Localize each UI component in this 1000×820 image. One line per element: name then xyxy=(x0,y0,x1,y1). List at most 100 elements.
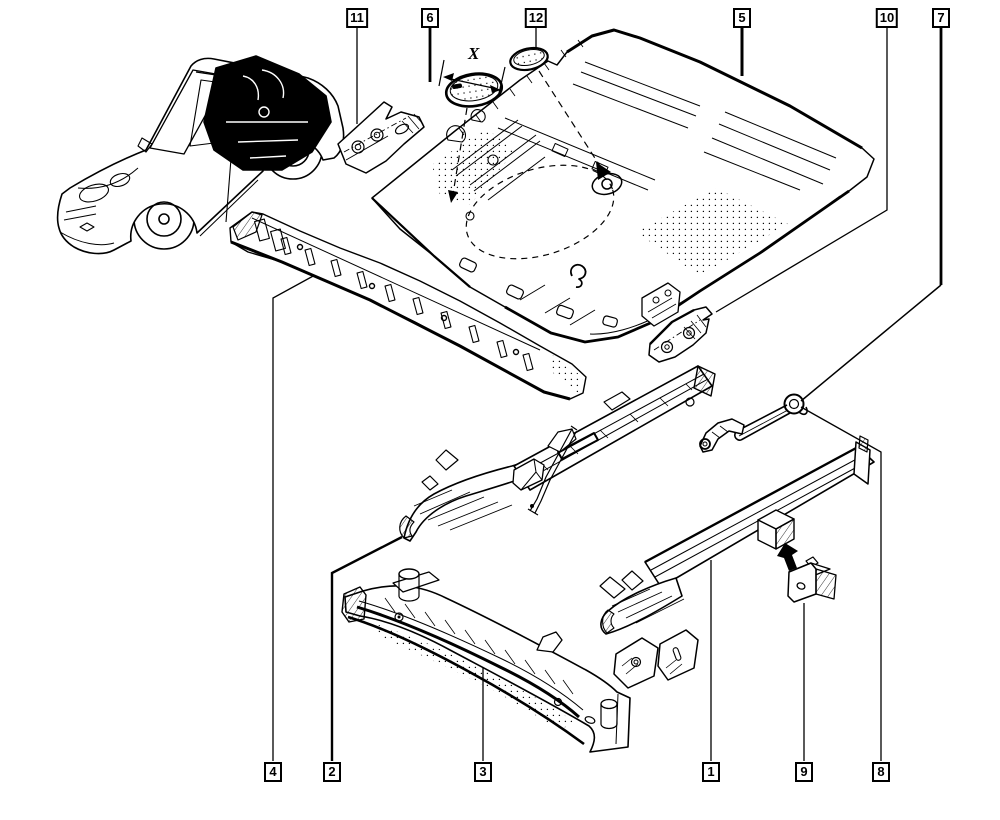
callout-box-3[interactable]: 3 xyxy=(474,762,492,782)
crossmember-bolt-1 xyxy=(394,612,404,622)
member-1-top-edge xyxy=(644,445,859,564)
plate-10-hole-1 xyxy=(664,344,670,350)
crossmember-tab xyxy=(536,631,563,653)
rear-panel-hole-1 xyxy=(296,243,304,251)
member-2-gusset-hatch xyxy=(413,489,513,531)
pipe-end-dot xyxy=(530,504,534,508)
plate-11-outline xyxy=(337,101,425,174)
member-2-reinforcement xyxy=(557,432,599,460)
callout-box-2[interactable]: 2 xyxy=(323,762,341,782)
hook-bracket-eye xyxy=(699,438,711,450)
hook-eye xyxy=(783,393,805,415)
corner-hole-2 xyxy=(664,289,672,297)
part-crossmember-3 xyxy=(341,568,631,753)
member-1-tab-1 xyxy=(621,570,644,591)
floor-inner-flange xyxy=(589,195,841,335)
mirror xyxy=(137,137,153,153)
hook-eye-inner xyxy=(788,398,800,410)
floor-stipple-right xyxy=(636,188,788,276)
member-1-gusset-hatch xyxy=(611,588,685,624)
part-rear-end-panel xyxy=(229,211,587,401)
rear-panel-slots xyxy=(254,218,534,372)
plate-11-grommet-2 xyxy=(370,128,384,142)
rear-panel-hole-2 xyxy=(368,282,376,290)
plate-11-hatch xyxy=(401,113,424,134)
callout-box-5[interactable]: 5 xyxy=(733,8,751,28)
mount-hump-1 xyxy=(446,125,467,143)
callout-box-10[interactable]: 10 xyxy=(875,8,899,28)
member-1-tab-2 xyxy=(599,576,626,599)
member-2-end-cap-left xyxy=(399,515,415,539)
rear-panel-hole-3 xyxy=(440,314,448,322)
leader-12-dashed xyxy=(538,70,601,167)
brand-diamond-icon xyxy=(79,222,95,232)
plug-6-slot xyxy=(452,83,463,89)
bumper-crease xyxy=(59,231,115,246)
seat-crossbar-lines xyxy=(497,117,656,191)
plug-locator-leaders xyxy=(448,70,611,203)
crossmember-seam-upper xyxy=(358,600,584,711)
callout-box-11[interactable]: 11 xyxy=(346,8,368,28)
part-support-bracket-9 xyxy=(777,543,837,603)
floor-left-edge xyxy=(371,197,471,288)
hook-bracket-hatch xyxy=(711,425,729,439)
rear-panel-bottom-edge xyxy=(230,240,571,401)
headlamp-inner xyxy=(109,172,131,188)
plate-11-oval-hole xyxy=(394,123,410,135)
callout-box-4[interactable]: 4 xyxy=(264,762,282,782)
callout-box-8[interactable]: 8 xyxy=(872,762,890,782)
leader-lines xyxy=(272,28,943,761)
floor-hole-1 xyxy=(487,154,499,166)
foot-b-hatch xyxy=(665,659,683,675)
part-side-member-left xyxy=(399,365,716,542)
assembly-arrow-icon xyxy=(777,543,798,571)
front-wheel-rim xyxy=(146,201,182,237)
member-2-block-edges xyxy=(520,458,543,491)
headlamp xyxy=(78,183,110,203)
mount-hump-2 xyxy=(470,109,486,123)
foot-a-grommet xyxy=(630,656,642,668)
crossmember-outline xyxy=(344,585,631,753)
plate-10-hatch xyxy=(683,314,707,340)
seat-bracket-1 xyxy=(551,142,569,158)
floor-cutouts xyxy=(459,257,618,328)
member-1-end-cap-left xyxy=(602,609,615,634)
crossmember-left-plate xyxy=(341,586,367,623)
leader-7-d xyxy=(800,284,942,402)
dim-ext-left xyxy=(438,59,445,87)
member-2-end-plate xyxy=(693,365,716,397)
part-rear-floor-panel xyxy=(371,28,875,344)
plate-11-fold-line xyxy=(345,135,389,161)
hood-crease xyxy=(77,167,139,189)
member-2-tab-2 xyxy=(421,475,439,491)
leader-4 xyxy=(272,268,327,761)
sill-line xyxy=(199,179,259,237)
well-center-hole xyxy=(601,178,613,190)
callout-box-9[interactable]: 9 xyxy=(795,762,813,782)
seatbelt-anchor-curl xyxy=(570,263,587,288)
spare-wheel-well xyxy=(465,164,615,260)
leader-6-arrowhead-icon xyxy=(448,190,458,203)
callout-box-12[interactable]: 12 xyxy=(524,8,548,28)
leader-10 xyxy=(715,28,888,313)
callout-box-7[interactable]: 7 xyxy=(932,8,950,28)
plate-10-centerline xyxy=(653,319,701,351)
part-support-plate-10 xyxy=(648,306,713,363)
callout-box-1[interactable]: 1 xyxy=(702,762,720,782)
bumpstop-left-body xyxy=(398,574,420,602)
rear-panel-hole-4 xyxy=(512,348,520,356)
plate-11-hole-2 xyxy=(373,131,381,139)
part-hook-bracket xyxy=(699,418,745,453)
callout-box-6[interactable]: 6 xyxy=(421,8,439,28)
member-1-foot-a xyxy=(613,637,659,689)
leader-6-dashed xyxy=(452,107,468,195)
dim-arrow-left-icon xyxy=(443,73,454,81)
foot-a-hatch xyxy=(621,657,639,675)
member-2-small-bracket xyxy=(603,391,631,411)
bumpstop-left-top xyxy=(398,568,420,580)
crossmember-bottom-edge xyxy=(347,615,585,746)
plate-11-centerline xyxy=(343,117,407,153)
member-2-tab-1 xyxy=(435,449,459,471)
hook-bracket-outline xyxy=(699,418,745,453)
